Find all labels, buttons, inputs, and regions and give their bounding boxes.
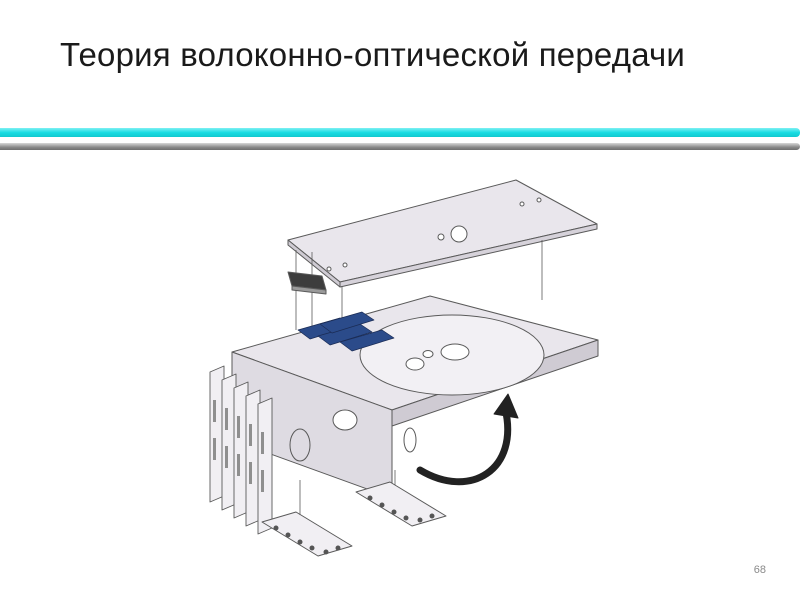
slide-title: Теория волоконно-оптической передачи bbox=[60, 36, 686, 73]
mounting-strip-left bbox=[261, 511, 353, 557]
accent-rule-cyan bbox=[0, 128, 800, 137]
rotation-arrow bbox=[416, 404, 512, 486]
cover-plate bbox=[287, 179, 598, 283]
accent-rule-gray bbox=[0, 143, 800, 150]
page-number: 68 bbox=[753, 564, 766, 576]
mounting-strip-right bbox=[355, 481, 447, 527]
fiber-splice-tray-exploded-view-icon bbox=[209, 179, 599, 557]
